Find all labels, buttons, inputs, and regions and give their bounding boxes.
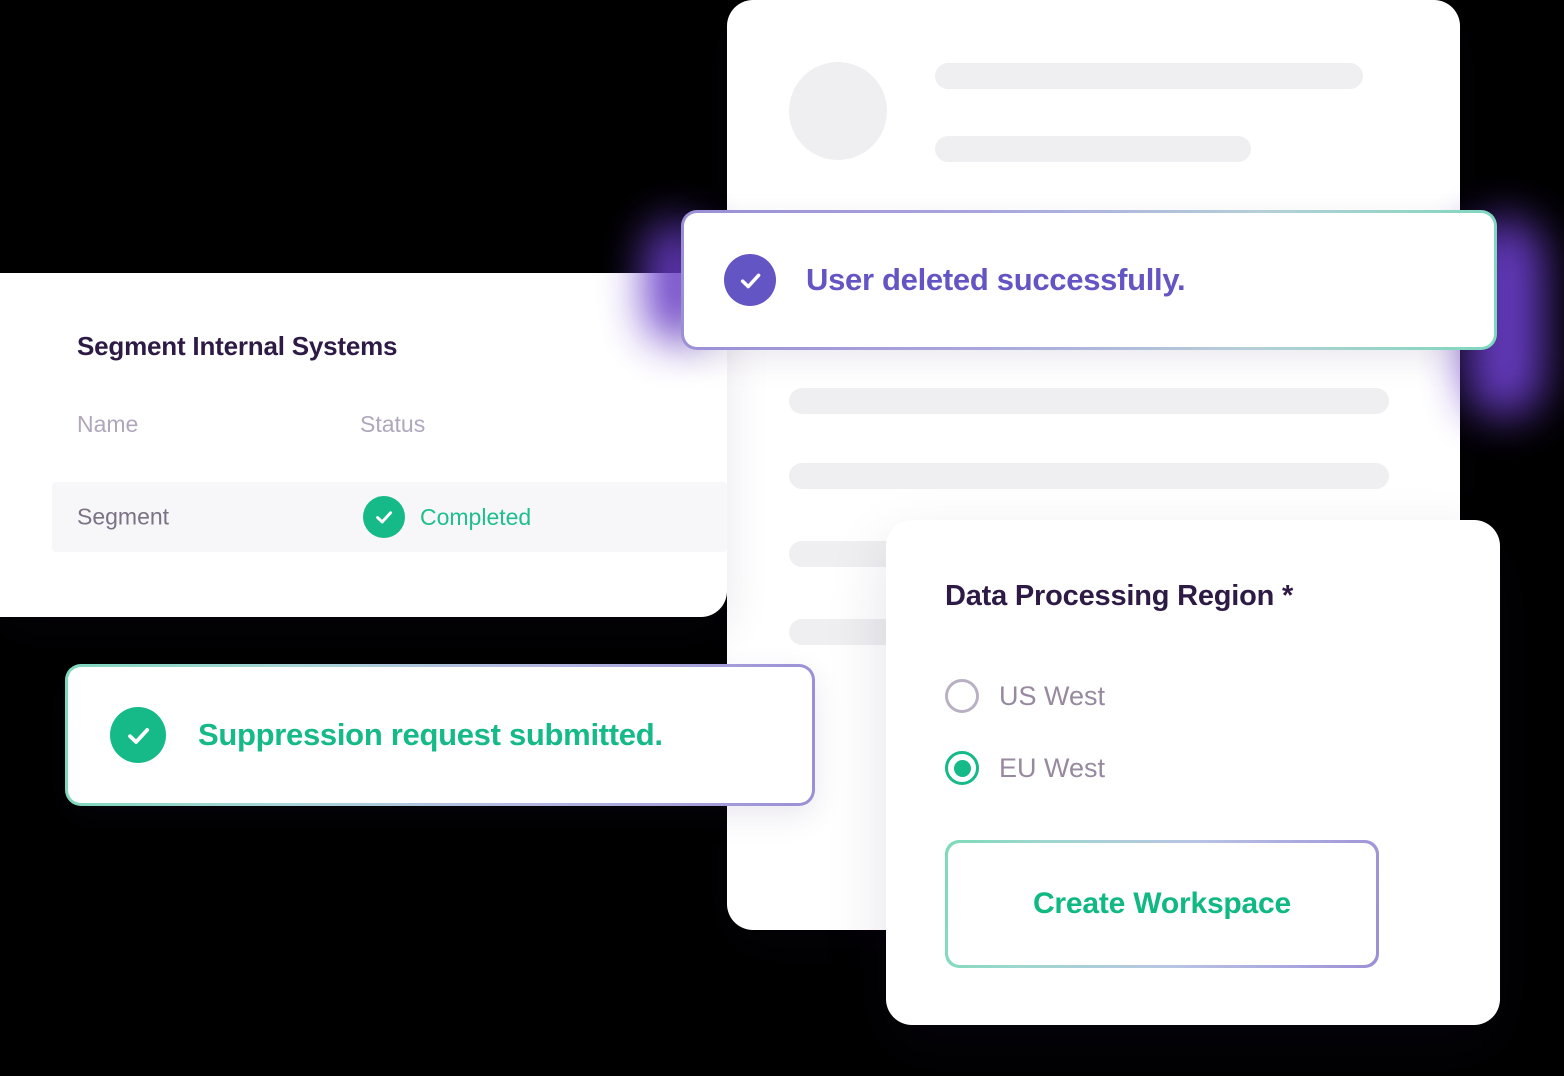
toast-message: User deleted successfully. xyxy=(806,262,1186,297)
section-title: Data Processing Region * xyxy=(945,580,1294,612)
segment-internal-systems-card: Segment Internal Systems Name Status Seg… xyxy=(0,273,727,617)
page-title: Segment Internal Systems xyxy=(77,331,398,361)
table-row[interactable]: Segment Completed xyxy=(52,482,727,552)
radio-label: US West xyxy=(999,680,1106,711)
column-header-status: Status xyxy=(360,411,426,437)
toast-user-deleted[interactable]: User deleted successfully. xyxy=(681,210,1497,350)
create-workspace-label: Create Workspace xyxy=(1032,887,1292,920)
cell-name: Segment xyxy=(77,503,170,530)
create-workspace-button[interactable]: Create Workspace xyxy=(945,840,1379,968)
column-header-name: Name xyxy=(77,411,139,437)
radio-option-us-west[interactable]: US West xyxy=(945,679,1105,713)
check-circle-icon xyxy=(110,707,166,763)
radio-unselected-icon[interactable] xyxy=(945,679,979,713)
toast-suppression-request[interactable]: Suppression request submitted. xyxy=(65,664,815,806)
avatar-placeholder xyxy=(789,62,887,160)
data-processing-region-card: Data Processing Region * US West EU West… xyxy=(886,520,1500,1025)
skeleton-bar xyxy=(789,463,1389,489)
skeleton-bar xyxy=(935,136,1251,162)
radio-selected-icon[interactable] xyxy=(945,751,979,785)
radio-label: EU West xyxy=(999,752,1106,783)
check-circle-icon xyxy=(363,496,405,538)
skeleton-bar xyxy=(789,388,1389,414)
radio-option-eu-west[interactable]: EU West xyxy=(945,751,1105,785)
table-header-row: Name Status xyxy=(0,411,727,453)
status-text: Completed xyxy=(420,503,532,530)
check-circle-icon xyxy=(724,254,776,306)
toast-message: Suppression request submitted. xyxy=(198,717,663,752)
status-badge: Completed xyxy=(363,496,531,538)
skeleton-bar xyxy=(935,63,1363,89)
